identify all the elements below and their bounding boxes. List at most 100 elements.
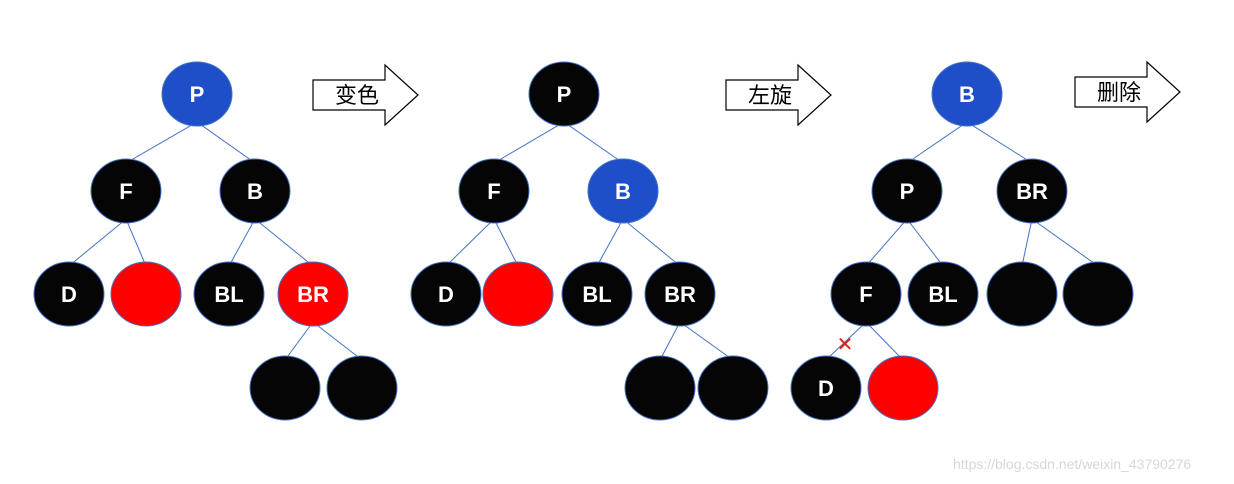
tree-edge xyxy=(312,321,363,361)
node-circle xyxy=(790,355,862,421)
tree-node-f: F xyxy=(830,261,902,327)
tree-edge xyxy=(125,121,198,164)
node-label: D xyxy=(438,282,454,307)
node-circle xyxy=(867,355,939,421)
tree-edge xyxy=(445,218,495,267)
node-label: BL xyxy=(582,282,611,307)
arrow-label: 变色 xyxy=(335,84,379,109)
tree-edge xyxy=(659,321,681,361)
node-circle xyxy=(33,261,105,327)
node-label: P xyxy=(557,82,572,107)
tree-edges xyxy=(68,121,1099,361)
node-circle xyxy=(644,261,716,327)
tree-edge xyxy=(596,218,624,267)
tree-node-bl: BL xyxy=(907,261,979,327)
tree-edge xyxy=(865,321,904,361)
node-label: BR xyxy=(664,282,696,307)
tree-node-p: P xyxy=(528,61,600,127)
node-label: BL xyxy=(928,282,957,307)
tree-node-br: BR xyxy=(277,261,349,327)
tree-node-b: B xyxy=(931,61,1003,127)
node-label: F xyxy=(859,282,872,307)
tree-node-b: B xyxy=(219,158,291,224)
tree-node-nil xyxy=(867,355,939,421)
node-circle xyxy=(249,355,321,421)
node-label: BR xyxy=(1016,179,1048,204)
node-circle xyxy=(931,61,1003,127)
node-circle xyxy=(219,158,291,224)
tree-edge xyxy=(906,218,944,267)
step-arrow: 左旋 xyxy=(725,63,832,127)
node-circle xyxy=(830,261,902,327)
node-circle xyxy=(277,261,349,327)
tree-edge xyxy=(284,321,314,361)
node-circle xyxy=(587,158,659,224)
tree-node-b: B xyxy=(587,158,659,224)
tree-node-nil xyxy=(326,355,398,421)
tree-node-nil xyxy=(1062,261,1134,327)
tree-edge xyxy=(68,218,127,267)
tree-node-p: P xyxy=(161,61,233,127)
tree-edge xyxy=(966,121,1033,164)
node-circle xyxy=(561,261,633,327)
tree-edge xyxy=(825,321,867,361)
watermark: https://blog.csdn.net/weixin_43790276 xyxy=(953,456,1192,472)
step-arrows: 变色 左旋 删除 xyxy=(312,60,1181,127)
node-circle xyxy=(907,261,979,327)
tree-edge xyxy=(125,218,147,267)
tree-node-br: BR xyxy=(996,158,1068,224)
tree-node-d: D xyxy=(410,261,482,327)
tree-edge xyxy=(1031,218,1099,267)
node-label: BL xyxy=(214,282,243,307)
tree-edge xyxy=(196,121,256,164)
tree-node-nil xyxy=(249,355,321,421)
tree-node-nil xyxy=(624,355,696,421)
tree-node-f: F xyxy=(90,158,162,224)
node-circle xyxy=(326,355,398,421)
node-label: B xyxy=(959,82,975,107)
node-circle xyxy=(193,261,265,327)
arrow-shape xyxy=(725,63,832,127)
step-arrow: 变色 xyxy=(312,63,419,127)
tree-node-nil xyxy=(110,261,182,327)
node-circle xyxy=(482,261,554,327)
delete-mark-icon: ✕ xyxy=(837,332,854,356)
tree-edge xyxy=(493,218,519,267)
step-arrow: 删除 xyxy=(1074,60,1181,124)
node-label: P xyxy=(900,179,915,204)
node-label: F xyxy=(119,179,132,204)
tree-node-p: P xyxy=(871,158,943,224)
node-circle xyxy=(90,158,162,224)
node-circle xyxy=(528,61,600,127)
tree-edge xyxy=(228,218,256,267)
node-circle xyxy=(986,261,1058,327)
tree-node-bl: BL xyxy=(193,261,265,327)
node-circle xyxy=(624,355,696,421)
arrow-label: 删除 xyxy=(1097,81,1141,106)
node-circle xyxy=(871,158,943,224)
tree-node-nil xyxy=(986,261,1058,327)
tree-node-br: BR xyxy=(644,261,716,327)
tree-node-bl: BL xyxy=(561,261,633,327)
tree-edge xyxy=(1021,218,1033,267)
tree-node-nil xyxy=(482,261,554,327)
node-circle xyxy=(458,158,530,224)
tree-edge xyxy=(563,121,624,164)
tree-edge xyxy=(679,321,734,361)
node-label: D xyxy=(818,376,834,401)
node-label: F xyxy=(487,179,500,204)
tree-edge xyxy=(254,218,314,267)
tree-edge xyxy=(622,218,681,267)
tree-edge xyxy=(493,121,565,164)
node-circle xyxy=(1062,261,1134,327)
tree-node-d: D xyxy=(33,261,105,327)
arrow-shape xyxy=(312,63,419,127)
tree-edge xyxy=(865,218,908,267)
node-circle xyxy=(161,61,233,127)
node-circle xyxy=(697,355,769,421)
tree-node-d: D xyxy=(790,355,862,421)
tree-edge xyxy=(906,121,968,164)
tree-node-f: F xyxy=(458,158,530,224)
